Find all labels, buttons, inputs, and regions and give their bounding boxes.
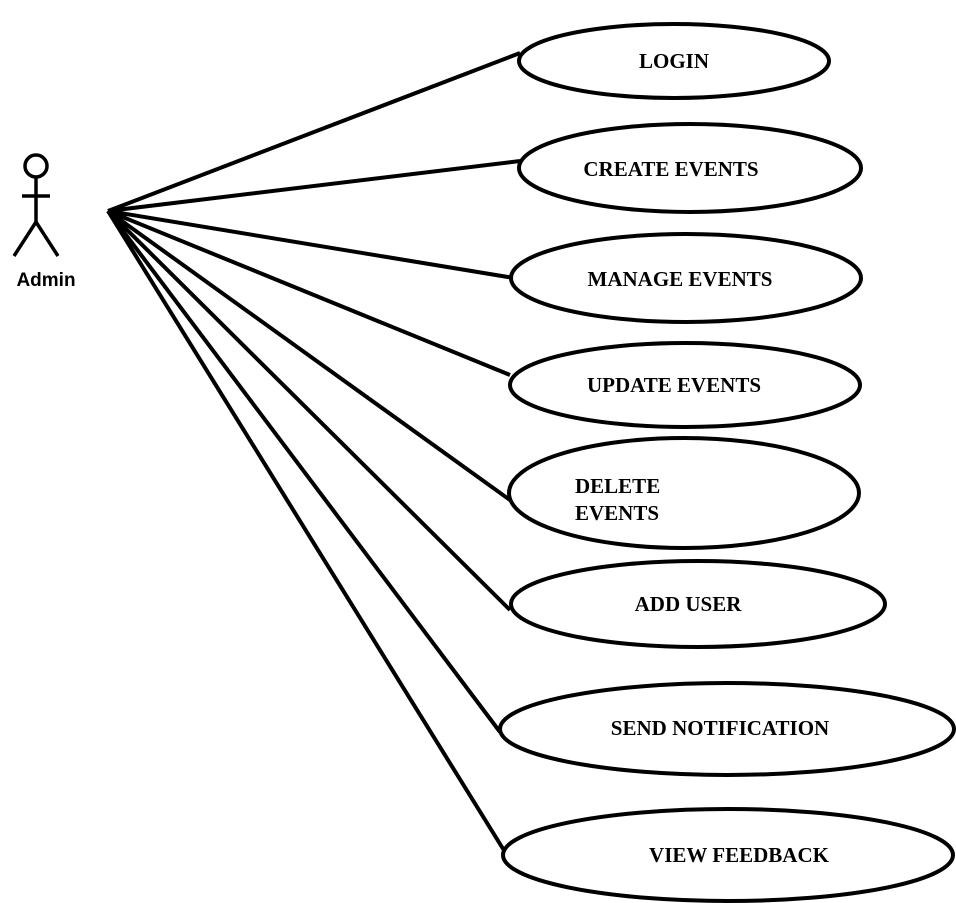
use-case-label: MANAGE EVENTS bbox=[588, 267, 773, 291]
association-delete-events bbox=[106, 209, 512, 502]
use-case-send-notification[interactable]: SEND NOTIFICATION bbox=[498, 681, 956, 777]
use-case-manage-events[interactable]: MANAGE EVENTS bbox=[509, 232, 863, 324]
use-case-label: ADD USER bbox=[635, 592, 743, 616]
use-case-ellipse[interactable] bbox=[508, 341, 862, 429]
use-case-ellipse[interactable] bbox=[517, 122, 863, 214]
associations bbox=[106, 51, 521, 854]
use-case-label: VIEW FEEDBACK bbox=[649, 843, 830, 867]
actor-left-leg bbox=[12, 221, 38, 257]
use-case-update-events[interactable]: UPDATE EVENTS bbox=[508, 341, 862, 429]
use-case-ellipse[interactable] bbox=[501, 807, 955, 903]
use-case-label: LOGIN bbox=[639, 49, 709, 73]
association-view-feedback bbox=[106, 209, 507, 854]
use-case-ellipse[interactable] bbox=[498, 681, 956, 777]
use-case-ellipse[interactable] bbox=[509, 559, 887, 649]
use-case-ellipse[interactable] bbox=[507, 436, 861, 550]
use-case-ellipse[interactable] bbox=[517, 22, 831, 100]
use-case-view-feedback[interactable]: VIEW FEEDBACK bbox=[501, 807, 955, 903]
actor-head bbox=[23, 153, 49, 179]
actor-admin: Admin bbox=[12, 153, 76, 291]
association-send-notification bbox=[106, 209, 502, 734]
association-manage-events bbox=[107, 209, 515, 280]
association-update-events bbox=[107, 209, 511, 377]
association-add-user bbox=[106, 209, 512, 612]
actor-label: Admin bbox=[16, 270, 75, 291]
use-case-ellipse[interactable] bbox=[509, 232, 863, 324]
use-case-login[interactable]: LOGIN bbox=[517, 22, 831, 100]
use-case-label: CREATE EVENTS bbox=[583, 157, 758, 181]
use-cases: LOGIN CREATE EVENTS MANAGE EVENTS UPDATE EV… bbox=[498, 22, 956, 903]
association-login bbox=[107, 51, 521, 213]
use-case-label: EVENTS bbox=[575, 501, 659, 525]
use-case-label: UPDATE EVENTS bbox=[587, 373, 761, 397]
use-case-label: SEND NOTIFICATION bbox=[611, 716, 829, 740]
actor-right-leg bbox=[34, 221, 60, 257]
use-case-create-events[interactable]: CREATE EVENTS bbox=[517, 122, 863, 214]
association-create-events bbox=[107, 159, 521, 213]
use-case-label: DELETE bbox=[575, 474, 660, 498]
use-case-delete-events[interactable]: DELETE EVENTS bbox=[507, 436, 861, 550]
use-case-add-user[interactable]: ADD USER bbox=[509, 559, 887, 649]
